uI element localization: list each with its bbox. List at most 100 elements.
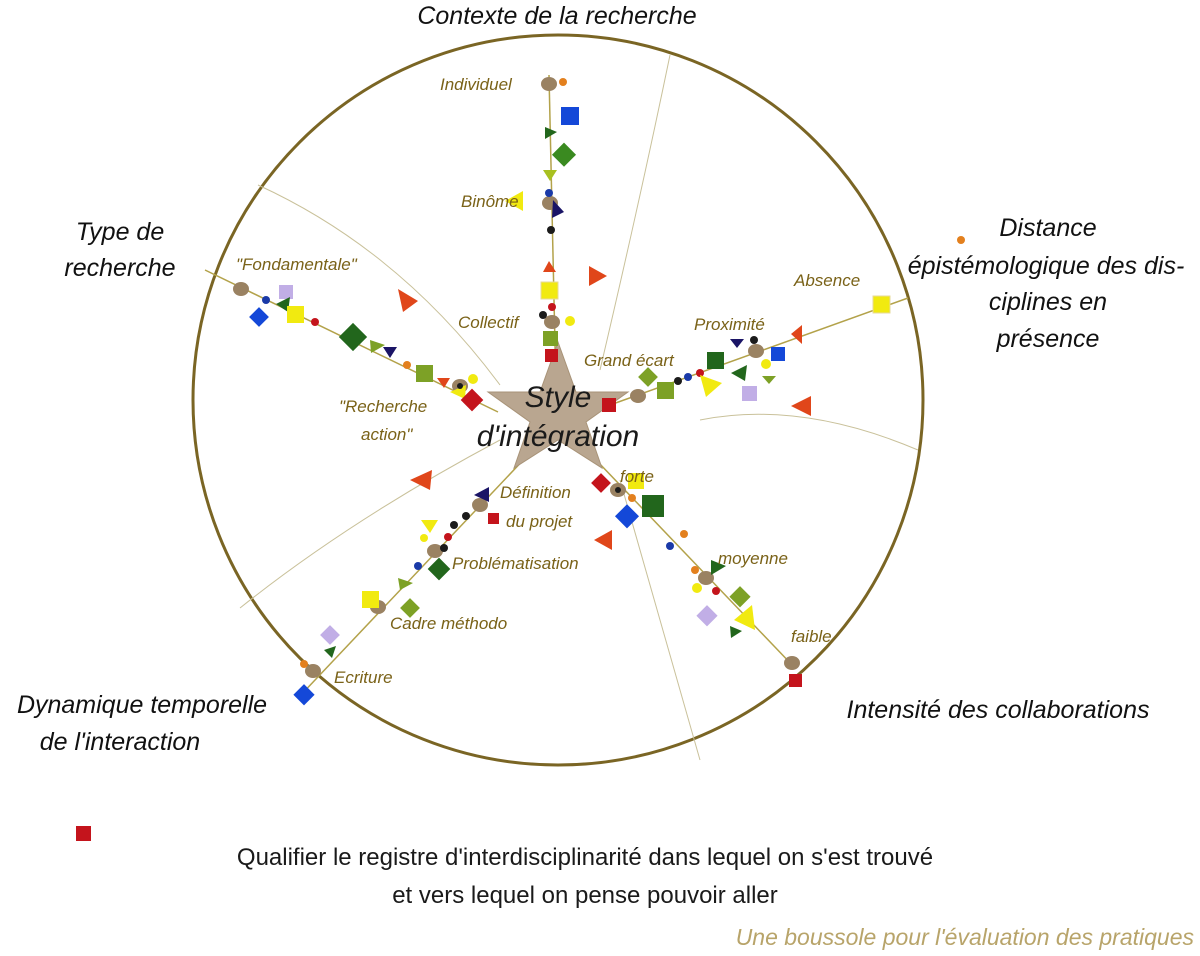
- caption-line2: et vers lequel on pense pouvoir aller: [392, 882, 778, 909]
- marker-orange-dot: [300, 660, 308, 668]
- node-problematisation: [427, 544, 443, 558]
- marker-green-diamond: [729, 586, 751, 608]
- label-collectif: Collectif: [458, 313, 521, 332]
- axis-title-distance-3: ciplines en: [989, 288, 1107, 316]
- marker-black-dot: [440, 544, 448, 552]
- marker-navy-dot: [545, 189, 553, 197]
- label-absence: Absence: [793, 271, 860, 290]
- node-moyenne: [698, 571, 714, 585]
- node-faible: [784, 656, 800, 670]
- marker-yellow-dot: [692, 583, 702, 593]
- marker-dark-green-diamond: [338, 322, 368, 352]
- marker-black-dot: [450, 521, 458, 529]
- marker-red-square: [789, 674, 802, 687]
- label-proximite: Proximité: [694, 315, 765, 334]
- marker-yellow-dot: [420, 534, 428, 542]
- label-binome: Binôme: [461, 192, 519, 211]
- marker-green-diamond: [638, 367, 658, 387]
- marker-blue-square: [771, 347, 785, 361]
- axis-title-distance-1: Distance: [999, 214, 1096, 242]
- axis-title-distance-2: épistémologique des dis-: [908, 252, 1185, 280]
- marker-yellow-triangle: [421, 520, 438, 533]
- marker-green-square: [416, 365, 433, 382]
- marker-red-diamond: [460, 388, 484, 412]
- axis-title-dynamique-1: Dynamique temporelle: [17, 691, 267, 719]
- marker-dark-green-square: [707, 352, 724, 369]
- axis-line-dynamique: [297, 454, 529, 699]
- marker-green-square: [657, 382, 674, 399]
- marker-dark-green-triangle: [730, 626, 742, 638]
- axis-title-type-1: Type de: [76, 218, 164, 246]
- label-individuel: Individuel: [440, 75, 513, 94]
- axis-title-type-2: recherche: [64, 254, 175, 282]
- node-collectif: [544, 315, 560, 329]
- marker-black-dot: [674, 377, 682, 385]
- marker-dark-green-triangle: [545, 127, 557, 139]
- label-du-projet: du projet: [506, 512, 573, 531]
- marker-blue-diamond: [293, 684, 315, 706]
- marker-red-triangle: [594, 530, 612, 550]
- marker-yellow-dot: [565, 316, 575, 326]
- compass-circle: [191, 33, 925, 767]
- marker-dark-green-triangle: [276, 297, 290, 312]
- label-recherche: "Recherche: [339, 397, 427, 416]
- marker-red-square: [488, 513, 499, 524]
- marker-dark-green-diamond: [551, 142, 577, 167]
- marker-red-dot: [548, 303, 556, 311]
- label-ecriture: Ecriture: [334, 668, 393, 687]
- marker-navy-dot: [684, 373, 692, 381]
- marker-red-triangle: [791, 325, 802, 344]
- label-problematisation: Problématisation: [452, 554, 579, 573]
- marker-red-triangle: [410, 470, 432, 490]
- marker-black-dot: [750, 336, 758, 344]
- marker-yellow-triangle: [734, 605, 755, 630]
- marker-yellow-square: [362, 591, 379, 608]
- marker-red-dot: [696, 369, 704, 377]
- markers: [249, 78, 965, 706]
- subtitle: Une boussole pour l'évaluation des prati…: [736, 924, 1195, 950]
- marker-green-triangle: [762, 376, 776, 384]
- marker-blue-square: [561, 107, 579, 125]
- marker-orange-dot: [559, 78, 567, 86]
- marker-dark-green-square: [642, 495, 664, 517]
- marker-yellow-square: [872, 295, 891, 314]
- caption-line1: Qualifier le registre d'interdisciplinar…: [237, 844, 933, 871]
- marker-orange-dot: [957, 236, 965, 244]
- marker-red-triangle: [791, 396, 811, 416]
- axis-title-contexte: Contexte de la recherche: [417, 2, 696, 30]
- marker-navy-triangle: [474, 487, 489, 502]
- marker-yellow-square: [287, 306, 304, 323]
- center-star: [486, 340, 630, 470]
- axis-title-dynamique-2: de l'interaction: [40, 728, 200, 756]
- marker-blue-diamond: [614, 504, 640, 529]
- marker-lavender-square: [279, 285, 293, 299]
- label-fondamentale: "Fondamentale": [236, 255, 358, 274]
- marker-red-dot: [712, 587, 720, 595]
- marker-green-triangle: [370, 340, 385, 353]
- marker-navy-dot: [666, 542, 674, 550]
- label-definition: Définition: [500, 483, 571, 502]
- marker-red-triangle: [398, 289, 418, 312]
- marker-yellow-square: [540, 281, 559, 300]
- axis-title-intensite: Intensité des collaborations: [847, 696, 1150, 724]
- marker-yellow-triangle: [450, 385, 466, 399]
- label-cadre-methodo: Cadre méthodo: [390, 614, 507, 633]
- marker-yellow-dot: [468, 374, 478, 384]
- marker-yellow-square: [628, 473, 644, 489]
- marker-navy-triangle: [552, 200, 564, 218]
- marker-green-triangle: [543, 170, 557, 181]
- node-fondamentale: [233, 282, 249, 296]
- marker-orange-dot: [691, 566, 699, 574]
- marker-red-dot: [311, 318, 319, 326]
- marker-red-dot: [444, 533, 452, 541]
- marker-yellow-triangle: [505, 191, 523, 211]
- marker-black-dot: [462, 512, 470, 520]
- axis-title-distance-4: présence: [996, 325, 1100, 353]
- marker-green-diamond: [400, 598, 420, 618]
- label-faible: faible: [791, 627, 832, 646]
- marker-black-dot: [547, 226, 555, 234]
- marker-orange-dot: [403, 361, 411, 369]
- marker-black-ring: [615, 487, 621, 493]
- marker-lavender-diamond: [320, 625, 340, 645]
- marker-blue-diamond: [249, 307, 269, 327]
